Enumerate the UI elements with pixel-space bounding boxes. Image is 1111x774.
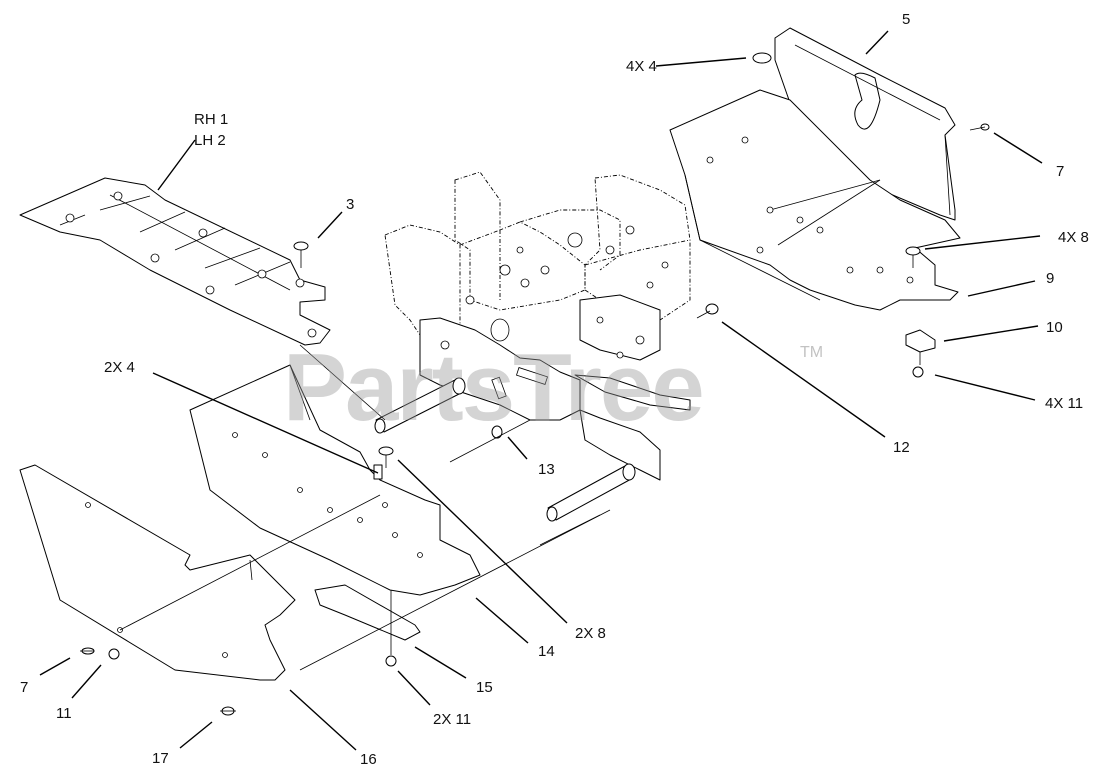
floor-pan-9	[669, 89, 961, 311]
callout-2x8: 2X 8	[575, 625, 606, 642]
hardware-bottom	[80, 647, 397, 716]
callout-5: 5	[902, 11, 910, 28]
axle-shafts	[374, 377, 636, 522]
callout-lh-2: LH 2	[194, 132, 226, 149]
callout-4x11: 4X 11	[1045, 395, 1083, 412]
bolt-3	[293, 241, 309, 268]
callout-labels: RH 1 LH 2 3 4X 4 5 7 4X 8 9 10 4X 11 12 …	[20, 11, 1089, 768]
bolt-2x8	[378, 446, 394, 468]
callout-2x11: 2X 11	[433, 711, 471, 728]
callout-9: 9	[1046, 270, 1054, 287]
watermark-text: PartsTree	[283, 334, 703, 441]
callout-4x8: 4X 8	[1058, 229, 1089, 246]
callout-7-left: 7	[20, 679, 28, 696]
callout-11: 11	[56, 705, 72, 722]
callout-12: 12	[893, 439, 910, 456]
watermark-tm: TM	[800, 344, 823, 361]
callout-13: 13	[538, 461, 555, 478]
callout-3: 3	[346, 196, 354, 213]
callout-2x4: 2X 4	[104, 359, 135, 376]
callout-15: 15	[476, 679, 493, 696]
callout-rh-1: RH 1	[194, 111, 228, 128]
callout-14: 14	[538, 643, 555, 660]
side-shield-16	[19, 464, 296, 681]
callout-4x4: 4X 4	[626, 58, 657, 75]
callout-10: 10	[1046, 319, 1063, 336]
floor-panel-14	[189, 364, 481, 596]
foot-plate	[19, 177, 331, 346]
assembly-lines	[119, 179, 881, 671]
callout-16: 16	[360, 751, 377, 768]
bracket-15	[314, 584, 421, 641]
center-frame	[384, 171, 691, 481]
callout-7-right: 7	[1056, 163, 1064, 180]
hardware-right	[696, 123, 990, 378]
callout-17: 17	[152, 750, 169, 767]
leader-lines	[39, 30, 1043, 751]
